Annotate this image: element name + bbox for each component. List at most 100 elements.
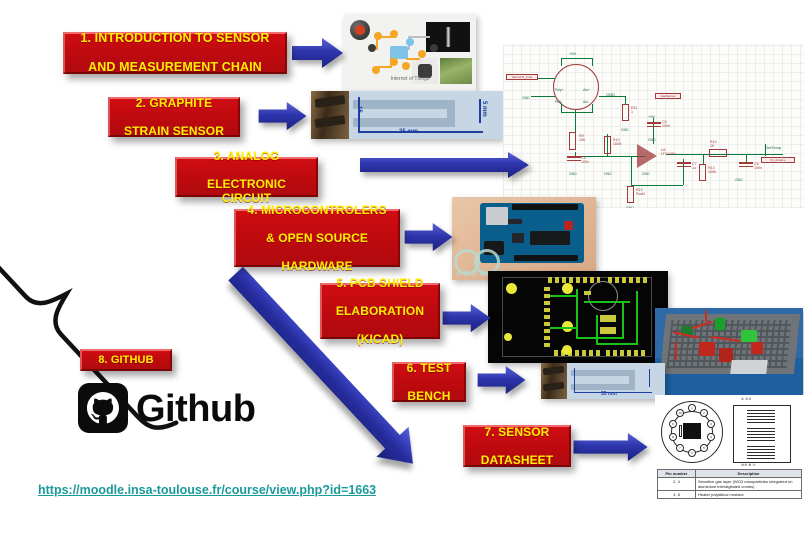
arrow-analog <box>360 152 529 178</box>
net-wire <box>575 152 576 158</box>
ic-chip <box>730 360 768 374</box>
resistor-R10 <box>604 136 611 154</box>
jumper-wire <box>675 342 677 360</box>
course-url-link[interactable]: https://moodle.insa-toulouse.fr/course/v… <box>38 483 377 497</box>
net-wire <box>592 104 593 112</box>
iot-hub <box>390 46 408 59</box>
dimension-label-inner: 15 <box>356 106 362 113</box>
cross-section-pin-labels: ⑩⑨ ⑧ ⑦ <box>741 463 756 467</box>
pin-4: 4 <box>707 433 715 441</box>
jumper-wire <box>705 310 707 322</box>
component-green <box>741 330 757 342</box>
iot-node <box>418 50 426 58</box>
coil-mid <box>747 427 775 441</box>
net-wire <box>531 96 555 97</box>
image-breadboard-rig <box>655 308 803 396</box>
net-label-5v: +5V <box>569 51 577 56</box>
mount-pad <box>504 333 512 341</box>
mount-pad <box>562 283 573 294</box>
graphite-track <box>447 100 455 127</box>
resistor-R9 <box>569 132 576 150</box>
iot-wire <box>376 36 378 50</box>
topic-box-github[interactable]: 8. GITHUB <box>80 349 172 371</box>
arduino-logo-icon <box>474 249 500 275</box>
net-wire <box>561 58 593 59</box>
cell-description: Heater polysilicon resistor <box>695 490 802 499</box>
graphite-track <box>571 384 635 390</box>
net-wire <box>653 118 654 144</box>
image-testbench-sensor: 35 mm <box>541 363 665 399</box>
net-wire <box>625 96 626 104</box>
net-label-sensortr: SensorTr_Cmd <box>506 74 538 80</box>
image-sensor-datasheet: 1 2 3 4 5 6 7 8 9 10 ① ④⑤ ⑩⑨ ⑧ ⑦ Pin num… <box>655 395 804 515</box>
gnd-label: GND <box>642 172 650 176</box>
iot-knob <box>350 20 370 40</box>
net-wire <box>631 185 683 186</box>
copper-trace <box>622 301 624 339</box>
net-wire <box>703 154 704 164</box>
copper-trace <box>596 343 638 345</box>
table-header-pin: Pin number <box>657 469 696 478</box>
arduino-watermark: ARDUINO <box>456 269 508 278</box>
graphite-track <box>629 370 635 390</box>
iot-node <box>368 44 376 52</box>
coil-bottom <box>747 445 775 459</box>
iot-caption: Internet of Things <box>390 76 430 82</box>
opamp-U4 <box>637 144 657 168</box>
iot-node <box>390 30 398 38</box>
pin-7: 7 <box>676 444 684 452</box>
arrow-micro <box>404 222 453 252</box>
net-wire <box>683 159 684 185</box>
usb-connector <box>486 207 508 225</box>
smd-component <box>600 327 616 334</box>
copper-trace <box>550 327 576 329</box>
pad-row <box>548 277 600 283</box>
iot-wire <box>408 36 430 38</box>
pin-5: 5 <box>700 444 708 452</box>
component-green <box>715 318 725 330</box>
capacitor-C8 <box>739 162 753 167</box>
arrow-datasheet <box>573 432 648 462</box>
dimension-line <box>574 392 652 393</box>
net-wire <box>523 78 555 79</box>
sensor-pin-label: Alu+ <box>583 88 590 92</box>
pad-row <box>606 350 648 356</box>
net-wire <box>561 104 562 112</box>
component-red <box>699 342 715 356</box>
resistor-R12 <box>627 186 634 203</box>
table-row: 3, 8 Heater polysilicon resistor <box>657 490 802 499</box>
resistor-R13 <box>699 164 706 181</box>
gnd-label: GND <box>604 172 612 176</box>
mount-pad <box>562 321 573 332</box>
table-row: 2, 4 Sensitive gas layer (WO3 nanopartic… <box>657 477 802 491</box>
gnd-label: GND <box>735 178 743 182</box>
capacitor-C6 <box>647 122 661 127</box>
image-arduino-uno: ARDUINO <box>452 197 596 280</box>
net-label-9v: +9V <box>648 114 656 119</box>
net-wire <box>575 156 645 157</box>
pin-3: 3 <box>707 420 715 428</box>
sensor-symbol <box>553 64 599 110</box>
dimension-line <box>574 368 575 392</box>
iot-node <box>430 44 438 52</box>
image-kicad-schematic: SensorTr_Cmd GasSensor IN_Arduino +5V +9… <box>503 44 804 208</box>
cell-pin: 3, 8 <box>657 490 696 499</box>
reset-button <box>564 221 573 230</box>
cell-description: Sensitive gas layer (WO3 nanoparticles i… <box>695 477 802 491</box>
